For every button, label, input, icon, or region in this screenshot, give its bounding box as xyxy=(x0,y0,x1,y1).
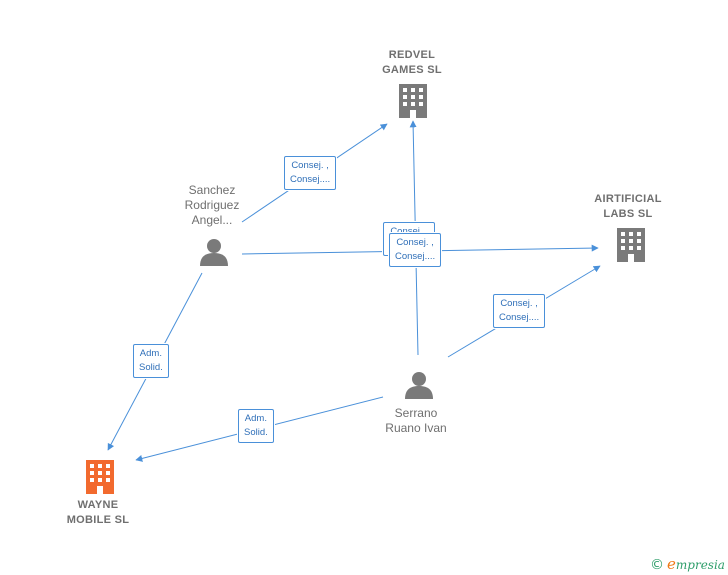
building-icon[interactable] xyxy=(86,460,114,494)
copyright-symbol: © xyxy=(650,557,664,573)
building-icon[interactable] xyxy=(399,84,427,118)
brand-logo-initial: e xyxy=(667,555,676,573)
edge-label-sanchez-redvel[interactable]: Consej. , Consej.... xyxy=(284,156,337,190)
person-icon[interactable] xyxy=(405,372,433,399)
company-label-wayne[interactable]: WAYNE MOBILE SL xyxy=(66,499,130,526)
company-label-redvel[interactable]: REDVEL GAMES SL xyxy=(382,49,442,76)
edge-label-sanchez-wayne[interactable]: Adm. Solid. xyxy=(133,344,169,378)
person-label-sanchez[interactable]: Sanchez Rodriguez Angel... xyxy=(184,183,240,227)
edge-label-serrano-airtificial[interactable]: Consej. , Consej.... xyxy=(493,294,546,328)
brand-logo-text: mpresia xyxy=(675,558,725,572)
edge-label-serrano-wayne[interactable]: Adm. Solid. xyxy=(238,409,274,443)
edge-label-center-b[interactable]: Consej. , Consej.... xyxy=(389,233,442,267)
person-icon[interactable] xyxy=(200,239,228,266)
building-icon[interactable] xyxy=(617,228,645,262)
person-label-serrano[interactable]: Serrano Ruano Ivan xyxy=(385,406,447,435)
copyright-notice: ©empresia xyxy=(650,555,725,573)
company-label-airtificial[interactable]: AIRTIFICIAL LABS SL xyxy=(594,193,662,220)
